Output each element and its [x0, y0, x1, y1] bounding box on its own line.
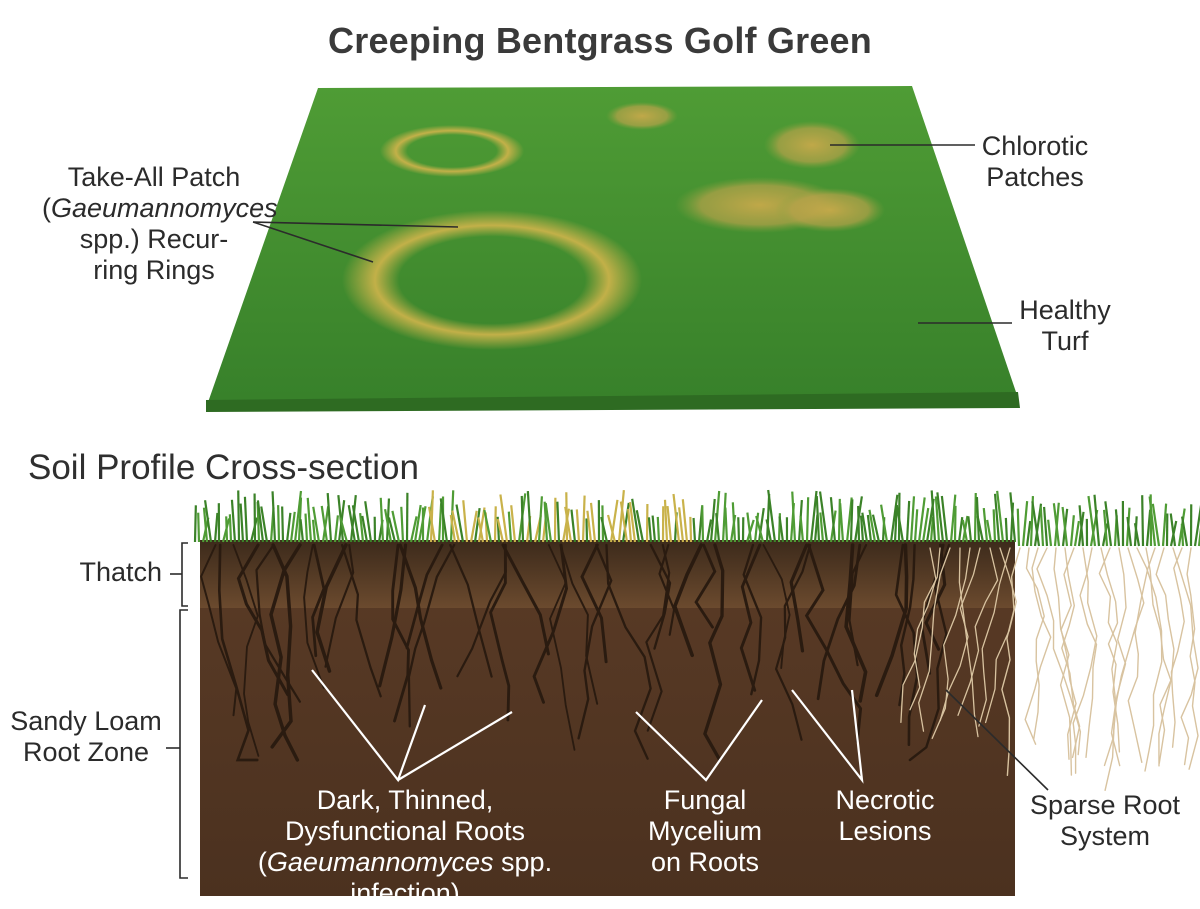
grass-blade: [306, 514, 307, 542]
dark-roots-label: Dark, Thinned, Dysfunctional Roots (Gaeu…: [200, 785, 610, 909]
grass-blade: [287, 513, 290, 542]
grass-blade: [313, 520, 315, 542]
grass-blade: [994, 509, 995, 542]
grass-blade: [195, 505, 196, 542]
grass-blade: [335, 515, 338, 542]
grass-blade: [840, 503, 843, 542]
sandy-loam-label: Sandy Loam Root Zone: [8, 706, 164, 768]
grass-blade: [241, 504, 243, 542]
thatch-bracket: [182, 543, 188, 606]
sparse-root-label: Sparse Root System: [1020, 790, 1190, 852]
grass-blade: [226, 516, 227, 542]
grass-blade: [679, 507, 683, 542]
grass-blade: [522, 496, 523, 542]
grass-blade: [1163, 504, 1166, 546]
grass-blade: [232, 500, 235, 542]
take-all-line3: spp.) Recur-: [42, 224, 266, 255]
grass-blade: [278, 505, 279, 542]
grass-blade: [975, 493, 976, 542]
chlorotic-patch-4: [775, 188, 885, 232]
soil-grass-fringe: [195, 490, 1200, 546]
grass-blade: [984, 508, 987, 542]
take-all-line4: ring Rings: [42, 255, 266, 286]
grass-blade: [817, 496, 819, 542]
grass-blade: [801, 516, 803, 542]
grass-blade: [1018, 509, 1019, 546]
grass-blade: [301, 519, 303, 542]
grass-blade: [915, 509, 917, 542]
grass-blade: [959, 517, 962, 542]
grass-blade: [649, 517, 651, 542]
root-zone-bracket: [180, 610, 188, 878]
take-all-ring-large: [342, 210, 642, 350]
grass-blade: [539, 496, 542, 542]
grass-blade: [716, 513, 719, 542]
grass-blade: [509, 512, 511, 542]
grass-blade: [401, 507, 403, 542]
grass-blade: [858, 506, 859, 542]
grass-blade: [1023, 501, 1027, 546]
grass-blade: [1142, 495, 1143, 546]
grass-blade: [308, 498, 311, 542]
grass-blade: [702, 505, 703, 542]
page-title: Creeping Bentgrass Golf Green: [0, 20, 1200, 62]
golf-green-turf: [206, 86, 1020, 412]
grass-blade: [273, 491, 275, 542]
grass-blade: [653, 516, 655, 542]
grass-blade: [463, 500, 467, 542]
grass-blade: [245, 497, 247, 542]
grass-blade: [328, 493, 331, 542]
grass-blade: [733, 502, 735, 542]
grass-blade: [439, 503, 441, 542]
grass-blade: [694, 518, 695, 542]
grass-blade: [690, 517, 691, 542]
grass-blade: [851, 499, 852, 542]
take-all-line2: (Gaeumannomyces: [42, 193, 266, 224]
take-all-ring-small: [380, 125, 524, 177]
chlorotic-label: Chlorotic Patches: [975, 131, 1095, 193]
grass-blade: [668, 506, 671, 542]
grass-blade: [583, 496, 585, 542]
healthy-turf-label: Healthy Turf: [1010, 295, 1120, 357]
grass-blade: [591, 503, 595, 542]
necrotic-lesions-label: Necrotic Lesions: [815, 785, 955, 847]
grass-blade: [911, 496, 914, 542]
grass-blade: [571, 510, 575, 542]
take-all-line1: Take-All Patch: [42, 162, 266, 193]
take-all-label: Take-All Patch (Gaeumannomyces spp.) Rec…: [42, 162, 266, 286]
grass-blade: [291, 512, 295, 542]
grass-blade: [807, 497, 808, 542]
grass-blade: [907, 501, 909, 542]
grass-blade: [725, 508, 727, 542]
grass-blade: [658, 517, 659, 542]
grass-blade: [738, 517, 739, 542]
grass-blade: [215, 513, 217, 542]
grass-blade: [557, 502, 559, 542]
grass-blade: [230, 514, 231, 542]
chlorotic-patch-1: [606, 102, 678, 130]
section-title: Soil Profile Cross-section: [28, 448, 419, 488]
grass-blade: [238, 490, 239, 542]
grass-blade: [968, 516, 971, 542]
grass-blade: [577, 509, 579, 542]
grass-blade: [495, 506, 496, 542]
grass-blade: [683, 499, 687, 542]
grass-blade: [282, 506, 283, 542]
grass-blade: [198, 513, 199, 542]
grass-blade: [586, 518, 587, 542]
grass-blade: [511, 505, 515, 542]
fungal-mycelium-label: Fungal Mycelium on Roots: [630, 785, 780, 878]
grass-blade: [1006, 518, 1007, 542]
thatch-label: Thatch: [50, 557, 162, 588]
